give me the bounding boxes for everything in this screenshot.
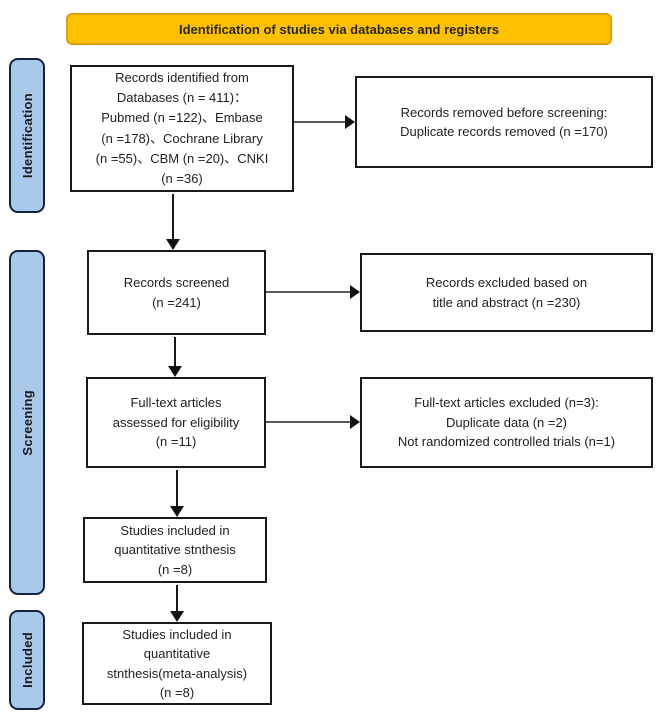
box-quantitative-synthesis: Studies included in quantitative stnthes… <box>83 517 267 583</box>
down-arrow-quantitative-to-meta <box>170 585 184 622</box>
stage-label-identification: Identification <box>19 92 35 179</box>
right-arrow-screened-to-excluded <box>266 285 360 299</box>
box-fulltext-excluded: Full-text articles excluded (n=3): Dupli… <box>360 377 653 468</box>
right-arrow-fulltext-to-excluded <box>266 415 360 429</box>
stage-bar-identification: Identification <box>9 58 45 213</box>
stage-label-included: Included <box>19 632 35 688</box>
down-arrow-identified-to-screened <box>166 194 180 250</box>
box-records-screened: Records screened (n =241) <box>87 250 266 335</box>
diagram-title-banner: Identification of studies via databases … <box>66 13 612 45</box>
stage-bar-screening: Screening <box>9 250 45 595</box>
box-records-excluded: Records excluded based on title and abst… <box>360 253 653 332</box>
stage-bar-included: Included <box>9 610 45 710</box>
right-arrow-identified-to-removed <box>294 115 355 129</box>
down-arrow-fulltext-to-quantitative <box>170 470 184 517</box>
box-meta-analysis: Studies included in quantitative stnthes… <box>82 622 272 705</box>
diagram-title-text: Identification of studies via databases … <box>178 21 500 37</box>
down-arrow-screened-to-fulltext <box>168 337 182 377</box>
box-fulltext-assessed: Full-text articles assessed for eligibil… <box>86 377 266 468</box>
box-records-removed-before-screening: Records removed before screening: Duplic… <box>355 76 653 168</box>
stage-label-screening: Screening <box>19 389 35 456</box>
box-records-identified: Records identified from Databases (n = 4… <box>70 65 294 192</box>
